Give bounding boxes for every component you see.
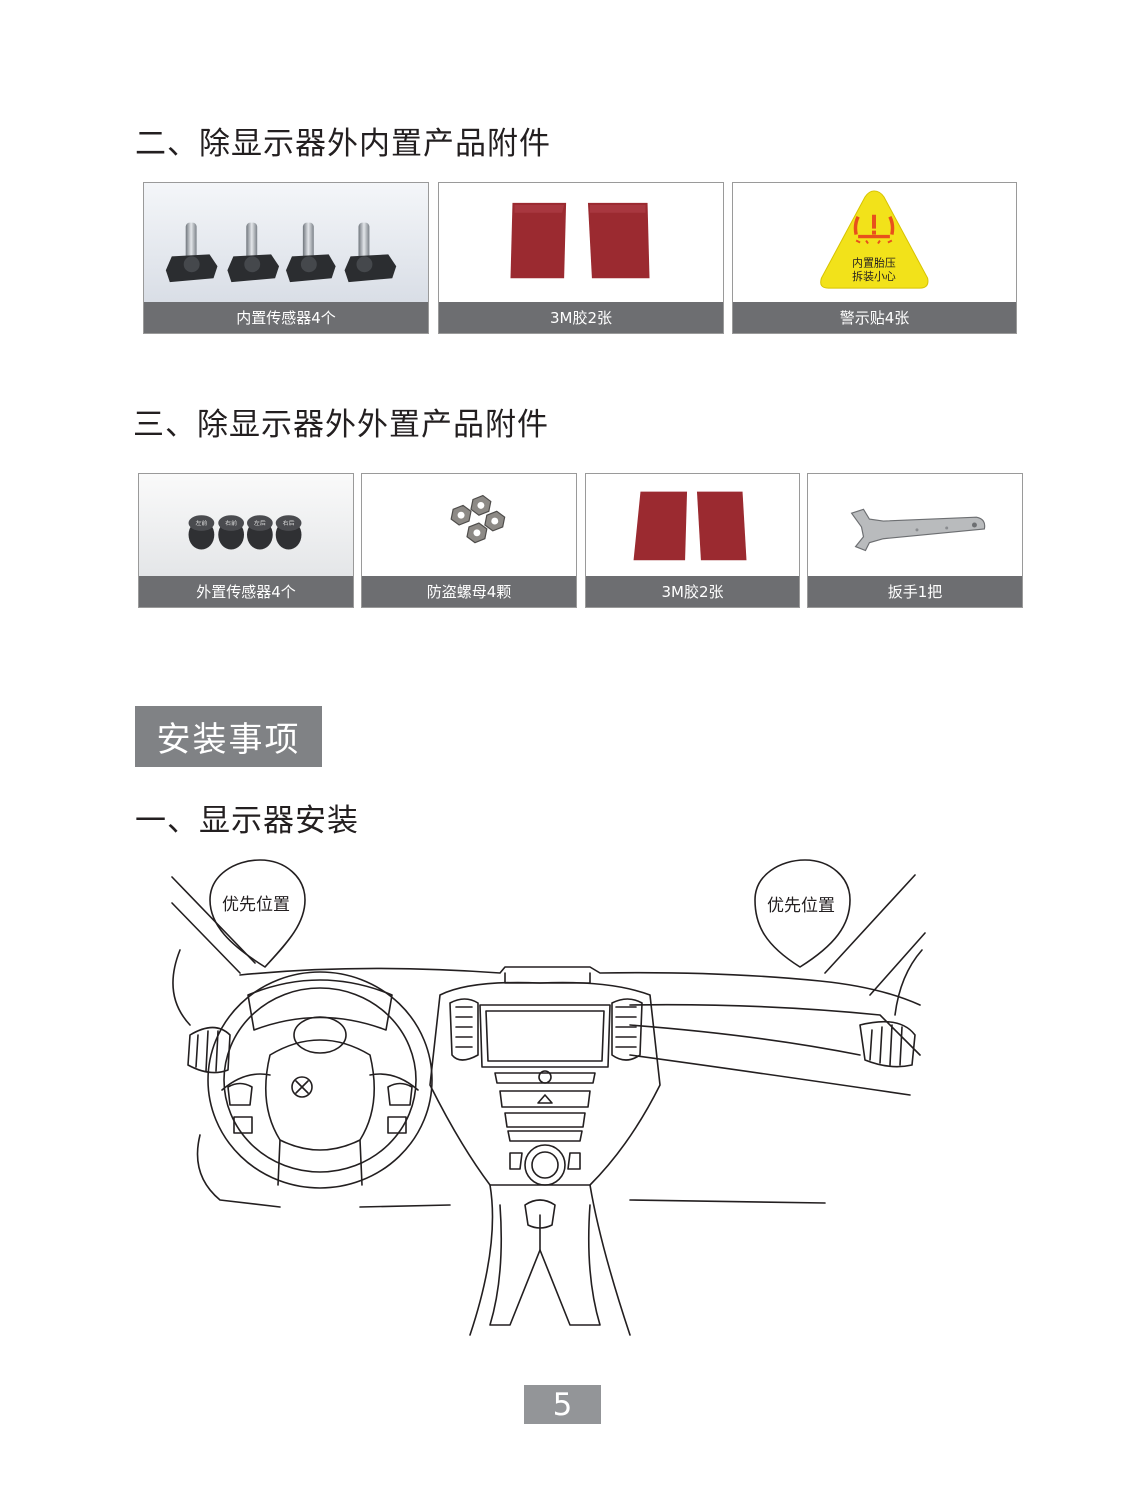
- sticker-line1: 内置胎压: [852, 255, 896, 269]
- cap-label-4: 右后: [283, 519, 295, 527]
- install-section-label: 安装事项: [135, 706, 322, 767]
- cap-label-1: 左前: [195, 519, 207, 527]
- page-number: 5: [524, 1385, 601, 1424]
- cap-label-3: 左后: [254, 519, 266, 527]
- wrench-image: [808, 474, 1022, 576]
- card-internal-sensors: 内置传感器4个: [143, 182, 429, 334]
- internal-sensors-image: [144, 183, 428, 302]
- sticker-line2: 拆装小心: [852, 269, 896, 283]
- wrench-caption: 扳手1把: [808, 576, 1022, 607]
- 3m-tape-image: [439, 183, 723, 302]
- 3m-tape-caption: 3M胶2张: [439, 302, 723, 333]
- preferred-position-left: 优先位置: [222, 895, 290, 915]
- warning-sticker-image: 内置胎压 拆装小心: [733, 183, 1016, 302]
- external-sensors-image: 左前 右前 左后 右后: [139, 474, 353, 576]
- card-3m-tape-external: 3M胶2张: [585, 473, 800, 608]
- preferred-position-right: 优先位置: [767, 896, 835, 916]
- card-anti-theft-nuts: 防盗螺母4颗: [361, 473, 577, 608]
- dashboard-illustration: [171, 859, 926, 1336]
- card-wrench: 扳手1把: [807, 473, 1023, 608]
- internal-sensors-caption: 内置传感器4个: [144, 302, 428, 333]
- anti-theft-nuts-caption: 防盗螺母4颗: [362, 576, 576, 607]
- section2-title: 二、除显示器外内置产品附件: [135, 126, 551, 162]
- card-warning-sticker: 内置胎压 拆装小心 警示贴4张: [732, 182, 1017, 334]
- anti-theft-nuts-image: [362, 474, 576, 576]
- card-external-sensors: 左前 右前 左后 右后 外置传感器4个: [138, 473, 354, 608]
- card-3m-tape-internal: 3M胶2张: [438, 182, 724, 334]
- external-sensors-caption: 外置传感器4个: [139, 576, 353, 607]
- cap-label-2: 右前: [225, 519, 237, 527]
- warning-sticker-caption: 警示贴4张: [733, 302, 1016, 333]
- 3m-tape-external-caption: 3M胶2张: [586, 576, 799, 607]
- display-install-subtitle: 一、显示器安装: [135, 803, 359, 839]
- section3-title: 三、除显示器外外置产品附件: [133, 407, 549, 443]
- 3m-tape-external-image: [586, 474, 799, 576]
